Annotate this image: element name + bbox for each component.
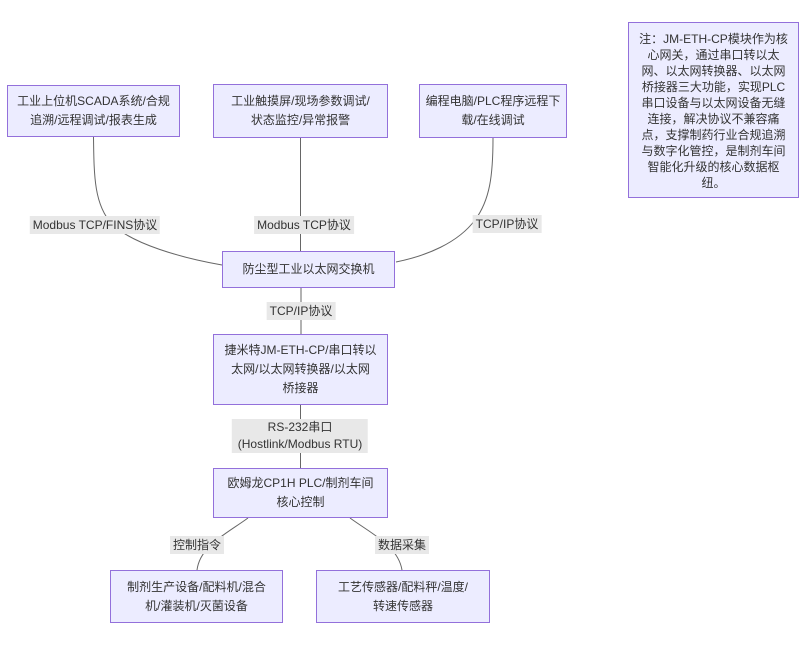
edge-label-modbus-tcp: Modbus TCP协议 — [254, 216, 354, 234]
node-production-equipment: 制剂生产设备/配料机/混合 机/灌装机/灭菌设备 — [110, 570, 283, 623]
edge-label-tcp-ip-middle: TCP/IP协议 — [266, 302, 336, 320]
node-process-sensors: 工艺传感器/配料秤/温度/ 转速传感器 — [316, 570, 490, 623]
edge-label-control-command: 控制指令 — [169, 536, 225, 554]
node-omron-plc: 欧姆龙CP1H PLC/制剂车间 核心控制 — [213, 468, 388, 518]
note-annotation: 注：JM-ETH-CP模块作为核 心网关，通过串口转以太 网、以太网转换器、以太… — [628, 22, 799, 198]
edge-pc-to-switch — [395, 137, 494, 263]
edge-label-modbus-tcp-fins: Modbus TCP/FINS协议 — [29, 216, 161, 234]
edge-label-data-acquisition: 数据采集 — [374, 536, 430, 554]
edge-scada-to-switch — [93, 136, 223, 266]
node-ethernet-switch: 防尘型工业以太网交换机 — [222, 251, 395, 288]
node-jm-eth-cp-gateway: 捷米特JM-ETH-CP/串口转以 太网/以太网转换器/以太网 桥接器 — [213, 334, 388, 405]
node-hmi-touchscreen: 工业触摸屏/现场参数调试/ 状态监控/异常报警 — [213, 84, 388, 138]
node-scada-system: 工业上位机SCADA系统/合规 追溯/远程调试/报表生成 — [7, 85, 180, 137]
node-programming-pc: 编程电脑/PLC程序远程下 载/在线调试 — [419, 84, 567, 138]
edge-label-rs232-serial: RS-232串口 (Hostlink/Modbus RTU) — [231, 419, 369, 453]
edge-label-tcp-ip-right: TCP/IP协议 — [472, 215, 542, 233]
